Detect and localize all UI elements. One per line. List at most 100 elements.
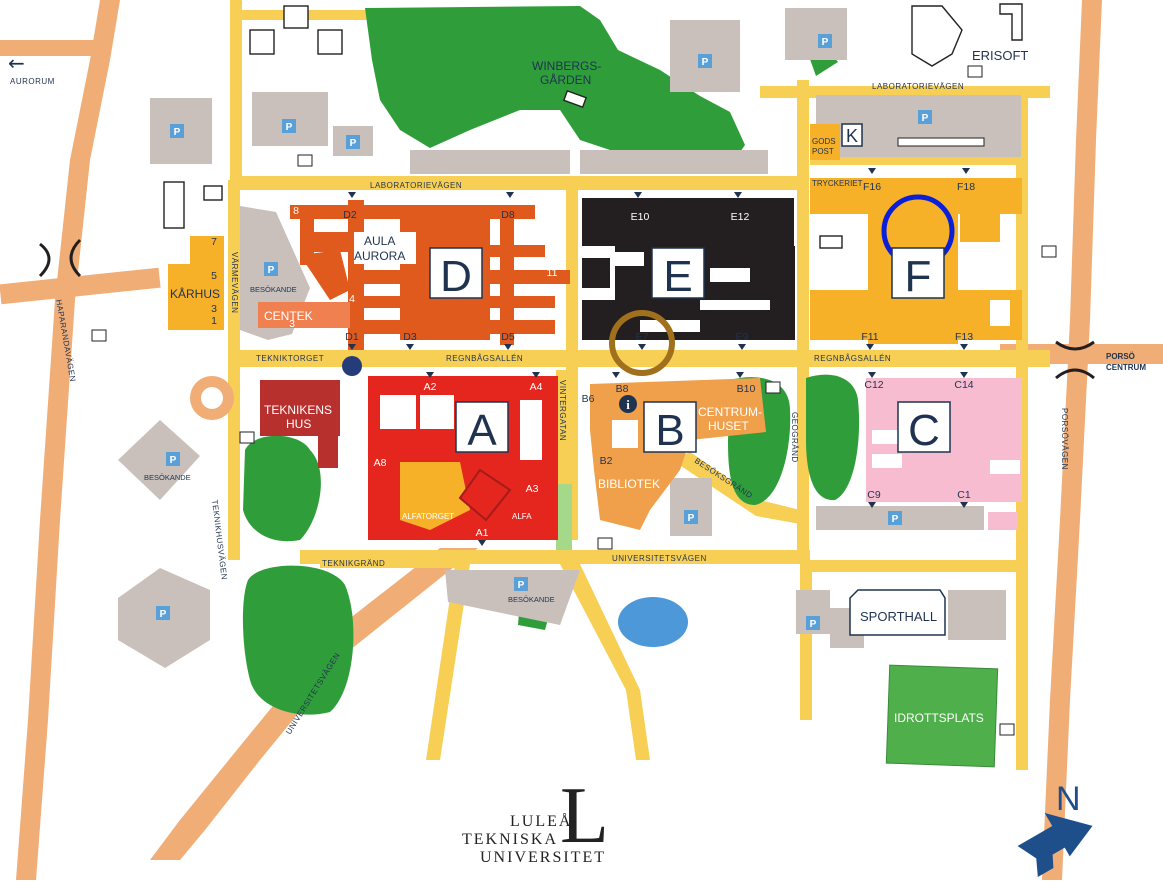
gray-besok-2 xyxy=(118,420,200,500)
road-label-teknikorget: TEKNIKTORGET xyxy=(256,354,324,363)
gray-sport-2 xyxy=(948,590,1006,640)
besokande-label-1: BESÖKANDE xyxy=(250,285,297,294)
karhus-notch xyxy=(168,236,190,264)
entrance-label: E9 xyxy=(736,331,749,343)
parking-markers xyxy=(156,34,932,630)
road-label-varmkvagen: VÄRMEVÄGEN xyxy=(230,252,239,313)
parking-p: P xyxy=(268,265,275,276)
entrance-label: E10 xyxy=(631,211,650,223)
entrance-label: B8 xyxy=(616,383,629,395)
road-west-link xyxy=(0,267,161,305)
aula-label-2: AURORA xyxy=(354,249,405,263)
bus-stop-icon xyxy=(297,154,313,167)
green-teknik-1 xyxy=(243,435,321,542)
green-c-left xyxy=(806,374,860,501)
box-c xyxy=(897,401,951,453)
house-4 xyxy=(163,181,185,229)
house-5 xyxy=(203,185,223,201)
porso-label-2: CENTRUM xyxy=(1106,363,1146,372)
building-c-gaps xyxy=(872,430,1020,474)
teknikens-label-2: HUS xyxy=(286,417,311,431)
pond xyxy=(618,597,688,647)
road-label-universitetsvagen: UNIVERSITETSVÄGEN xyxy=(612,554,707,563)
teknikens-hus-tail xyxy=(318,430,338,468)
entrance-label: C14 xyxy=(954,379,973,391)
entrance-label: A8 xyxy=(374,457,387,469)
crossing-east xyxy=(1055,340,1095,380)
road-label-geografrand: GEOGRÄND xyxy=(790,412,799,463)
box-a xyxy=(455,401,509,453)
building-d-letter: D xyxy=(440,252,472,301)
teknikens-label-1: TEKNIKENS xyxy=(264,403,332,417)
building-f-gaps xyxy=(820,250,1010,326)
entrance-label: B2 xyxy=(600,455,613,467)
entrance-label: A3 xyxy=(526,483,539,495)
road-label-laboratorievagen-mid: LABORATORIEVÄGEN xyxy=(370,181,462,190)
house-2 xyxy=(283,5,309,29)
road-col-3 xyxy=(797,80,809,560)
house-6 xyxy=(819,235,843,249)
building-c-letter: C xyxy=(908,406,940,455)
entrance-label: 4 xyxy=(349,293,355,305)
parking-marker xyxy=(806,616,820,630)
entrance-label: D8 xyxy=(501,209,515,221)
info-icon[interactable] xyxy=(619,395,637,413)
gods-label-2: POST xyxy=(812,147,834,156)
winbergs-label-1: WINBERGS- xyxy=(532,59,601,73)
entrance-label: A2 xyxy=(424,381,437,393)
alfatorget xyxy=(400,462,470,530)
b-gap xyxy=(612,420,638,448)
parking-marker xyxy=(818,34,832,48)
road-top-col xyxy=(230,0,242,180)
bus-stop-icon xyxy=(91,329,107,342)
house-3 xyxy=(317,29,343,55)
bus-stop-icon xyxy=(999,723,1015,736)
ltu-logo: LULEÅ TEKNISKA UNIVERSITET L xyxy=(462,772,609,866)
entrance-label: 3 xyxy=(211,303,217,315)
roundabout-inner xyxy=(201,387,223,409)
road-col-1 xyxy=(228,180,240,560)
box-d xyxy=(429,247,483,299)
bus-stop-icon xyxy=(967,65,983,78)
entrance-label: C9 xyxy=(867,489,881,501)
entrance-label: 6 xyxy=(293,221,299,233)
parking-p: P xyxy=(892,514,899,525)
box-e xyxy=(651,247,705,299)
road-laboratorievagen-mid xyxy=(230,176,800,190)
alfa-diamond xyxy=(458,468,512,522)
aurorum-label: AURORUM xyxy=(10,77,55,86)
entrance-label: 3 xyxy=(289,318,295,330)
tryckeriet-label: TRYCKERIET xyxy=(812,179,863,188)
road-label-regnbagsallen-1: REGNBÅGSALLÉN xyxy=(446,354,523,363)
highlight-circle-e7[interactable] xyxy=(609,310,675,376)
road-label-vintergatan: VINTERGATAN xyxy=(558,380,567,441)
entrance-label: D1 xyxy=(345,331,359,343)
gray-lab-block xyxy=(410,150,570,174)
erisoft-left xyxy=(911,5,963,67)
road-haparandavagen xyxy=(0,0,1,1)
entrance-label: 11 xyxy=(547,267,558,279)
building-letter-boxes xyxy=(429,123,951,453)
road-label-teknikvagen: TEKNIKHUSVÄGEN xyxy=(210,499,229,580)
info-icon-label: i xyxy=(626,397,630,412)
parking-p: P xyxy=(922,113,929,124)
parking-marker xyxy=(698,54,712,68)
building-a-gaps xyxy=(380,395,542,460)
bus-stop-icon xyxy=(765,381,781,394)
crossing-west xyxy=(38,238,82,278)
gray-lab-block2 xyxy=(580,150,768,174)
road-f-top xyxy=(810,155,1020,165)
erisoft-buildings xyxy=(911,3,1023,67)
gods-label-1: GODS xyxy=(812,137,836,146)
karhus-label: KÅRHUS xyxy=(170,286,220,301)
road-label-laboratorievagen-top: LABORATORIEVÄGEN xyxy=(872,82,964,91)
bus-stops xyxy=(91,65,1057,736)
logo-line-3: UNIVERSITET xyxy=(480,849,606,866)
porso-label-1: PORSÖ xyxy=(1106,352,1135,361)
box-b xyxy=(643,401,697,453)
road-regnbagsallen xyxy=(230,350,1050,367)
parking-marker xyxy=(684,510,698,524)
logo-line-1: LULEÅ xyxy=(510,812,572,830)
erisoft-right xyxy=(999,3,1023,41)
